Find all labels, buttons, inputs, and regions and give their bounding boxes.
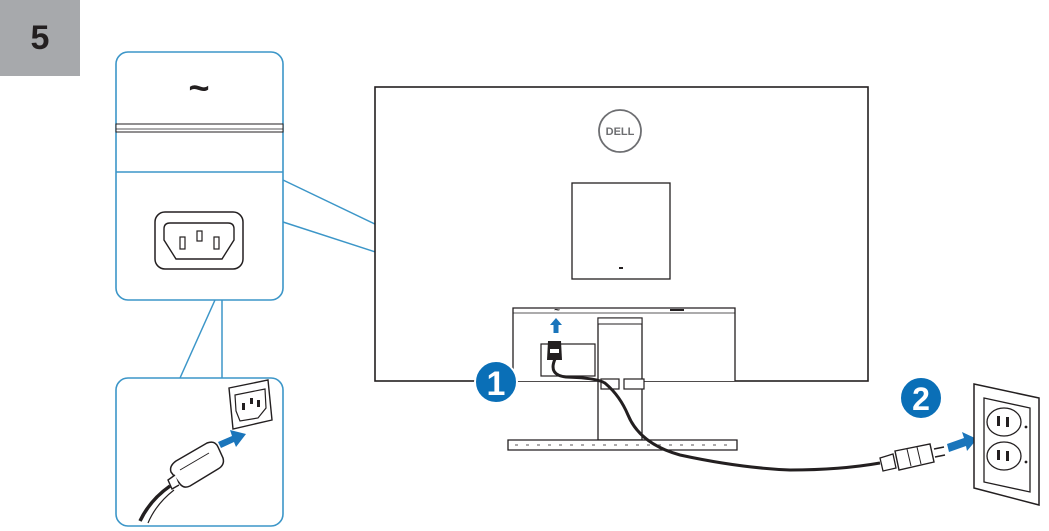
callout-2: 2: [899, 376, 943, 420]
callout-2-number: 2: [912, 381, 930, 417]
power-plug-icon: [138, 441, 225, 524]
step-number: 5: [30, 18, 50, 57]
ac-power-icon: ~: [188, 67, 209, 108]
callout-1: 1: [474, 360, 518, 404]
inset-connector-left: [179, 299, 216, 379]
wall-outlet-icon: [973, 383, 1040, 506]
step-number-badge: 5: [0, 0, 80, 76]
arrow-icon: [947, 432, 977, 452]
arrow-icon: [218, 430, 246, 448]
stand-base: [507, 439, 738, 451]
power-cable: [551, 358, 881, 472]
dell-logo: DELL: [598, 109, 642, 153]
insert-arrow-icon: [550, 318, 562, 333]
callout-1-number: 1: [487, 365, 506, 403]
monitor-back: DELL ~: [374, 86, 869, 451]
power-socket-icon: [154, 211, 244, 270]
ac-power-label: ~: [554, 305, 560, 316]
zoom-inset-plug-connection: [115, 377, 284, 527]
dell-logo-text: DELL: [606, 126, 635, 138]
wall-plug-icon: [879, 443, 946, 472]
vesa-mount-plate: [571, 182, 671, 280]
power-socket-icon: [228, 379, 273, 430]
